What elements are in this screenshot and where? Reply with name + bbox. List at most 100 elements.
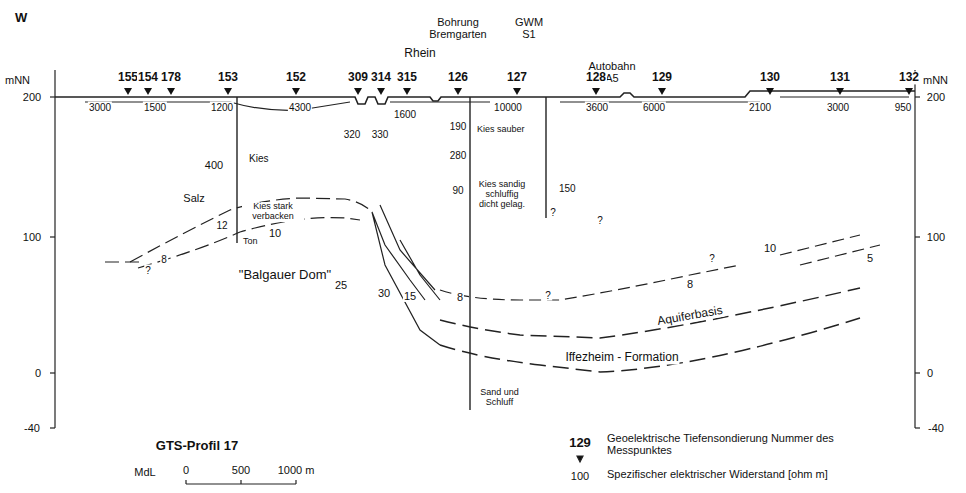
resistivity-value: 3000 bbox=[88, 102, 112, 113]
axis-value: -40 bbox=[23, 422, 41, 434]
legend-text: Spezifischer elektrischer Widerstand [oh… bbox=[606, 468, 848, 480]
profile-label: 10 bbox=[268, 227, 282, 239]
profile-label: GWM S1 bbox=[508, 16, 550, 40]
resistivity-value: 1200 bbox=[210, 102, 234, 113]
resistivity-value: 6000 bbox=[642, 102, 666, 113]
profile-label: 8 bbox=[160, 254, 168, 265]
resistivity-value: 320 bbox=[343, 129, 362, 140]
profile-label: Kies sauber bbox=[476, 125, 526, 135]
profile-label: Iffezheim - Formation bbox=[564, 351, 679, 364]
station-number: 315 bbox=[396, 71, 418, 84]
station-triangle bbox=[836, 88, 844, 95]
profile-label: Kies stark verbacken bbox=[242, 202, 304, 222]
station-number: 128 bbox=[585, 71, 607, 84]
legend-text: Geoelektrische Tiefensondierung Nummer d… bbox=[606, 432, 848, 456]
gravel-boundary bbox=[780, 235, 880, 265]
dome-base bbox=[105, 218, 360, 268]
profile-label: 129 bbox=[568, 436, 592, 450]
axis-value: 0 bbox=[34, 367, 42, 379]
profile-label: Rhein bbox=[403, 47, 436, 60]
profile-label: ? bbox=[144, 265, 152, 276]
profile-label: 25 bbox=[334, 279, 348, 291]
station-triangle bbox=[766, 88, 774, 95]
gravel-boundary bbox=[440, 265, 740, 300]
station-triangle bbox=[377, 88, 385, 95]
station-number: 154 bbox=[137, 71, 159, 84]
resistivity-value: 10000 bbox=[493, 102, 523, 113]
station-number: 178 bbox=[160, 71, 182, 84]
profile-label: 10 bbox=[763, 242, 777, 254]
axis-left bbox=[54, 70, 55, 428]
resistivity-value: 330 bbox=[371, 129, 390, 140]
profile-label: ? bbox=[549, 207, 557, 218]
profile-label: Aquiferbasis bbox=[655, 304, 724, 329]
profile-label: Sand und Schluff bbox=[476, 388, 523, 408]
station-triangle bbox=[144, 88, 152, 95]
station-number: 314 bbox=[370, 71, 392, 84]
station-triangle bbox=[658, 88, 666, 95]
station-number: 132 bbox=[898, 71, 920, 84]
profile-label: MdL bbox=[133, 466, 156, 478]
profile-label: 500 bbox=[231, 464, 251, 476]
profile-label: 15 bbox=[403, 290, 417, 302]
profile-label: 8 bbox=[456, 291, 464, 303]
profile-label: Ton bbox=[242, 237, 259, 247]
station-number: 155 bbox=[117, 71, 139, 84]
profile-label: 0 bbox=[182, 464, 190, 476]
profile-label: 100 bbox=[570, 470, 590, 482]
station-number: 131 bbox=[829, 71, 851, 84]
profile-label: 150 bbox=[558, 183, 577, 194]
borehole bbox=[469, 97, 470, 410]
station-triangle bbox=[454, 88, 462, 95]
profile-label: Salz bbox=[182, 192, 205, 204]
station-triangle bbox=[513, 88, 521, 95]
fault-lines bbox=[372, 205, 440, 345]
profile-label: 12 bbox=[215, 220, 228, 231]
borehole bbox=[236, 97, 237, 243]
profile-label: 30 bbox=[377, 287, 391, 299]
borehole bbox=[545, 97, 546, 218]
axis-right bbox=[914, 70, 915, 428]
profile-label: 190 bbox=[449, 121, 468, 132]
station-triangle bbox=[592, 88, 600, 95]
formation-boundary bbox=[440, 318, 860, 372]
station-number: 127 bbox=[506, 71, 528, 84]
profile-label: "Balgauer Dom" bbox=[238, 268, 332, 282]
profile-label: mNN bbox=[922, 74, 949, 86]
station-triangle bbox=[167, 88, 175, 95]
station-number: 152 bbox=[285, 71, 307, 84]
resistivity-value: 4300 bbox=[288, 102, 312, 113]
profile-label: mNN bbox=[4, 74, 31, 86]
station-number: 126 bbox=[447, 71, 469, 84]
resistivity-value: 3600 bbox=[585, 102, 609, 113]
legend-triangle bbox=[577, 456, 583, 462]
station-triangle bbox=[354, 88, 362, 95]
station-triangle bbox=[905, 88, 913, 95]
profile-label: 280 bbox=[449, 150, 468, 161]
axis-value: 100 bbox=[22, 231, 42, 243]
profile-label: 90 bbox=[451, 185, 464, 196]
station-number: 153 bbox=[217, 71, 239, 84]
station-number: 309 bbox=[347, 71, 369, 84]
axis-value: 100 bbox=[926, 231, 946, 243]
axis-value: 200 bbox=[22, 91, 42, 103]
axis-value: 200 bbox=[926, 91, 946, 103]
station-number: 130 bbox=[759, 71, 781, 84]
station-triangle bbox=[403, 88, 411, 95]
axis-value: 0 bbox=[926, 367, 934, 379]
station-triangle bbox=[224, 88, 232, 95]
axis-value: -40 bbox=[927, 422, 945, 434]
profile-title: GTS-Profil 17 bbox=[155, 439, 239, 453]
profile-label: Kies bbox=[248, 153, 269, 164]
profile-label: Bohrung Bremgarten bbox=[422, 16, 494, 40]
profile-label: 8 bbox=[686, 278, 694, 290]
station-triangle bbox=[292, 88, 300, 95]
station-triangle bbox=[124, 88, 132, 95]
resistivity-value: 2100 bbox=[748, 102, 772, 113]
profile-label: Kies sandig schluffig dicht gelag. bbox=[476, 180, 528, 210]
aquifer-base bbox=[440, 288, 860, 338]
profile-label: ? bbox=[708, 253, 716, 264]
profile-label: 5 bbox=[866, 252, 874, 264]
profile-label: ? bbox=[544, 290, 552, 301]
